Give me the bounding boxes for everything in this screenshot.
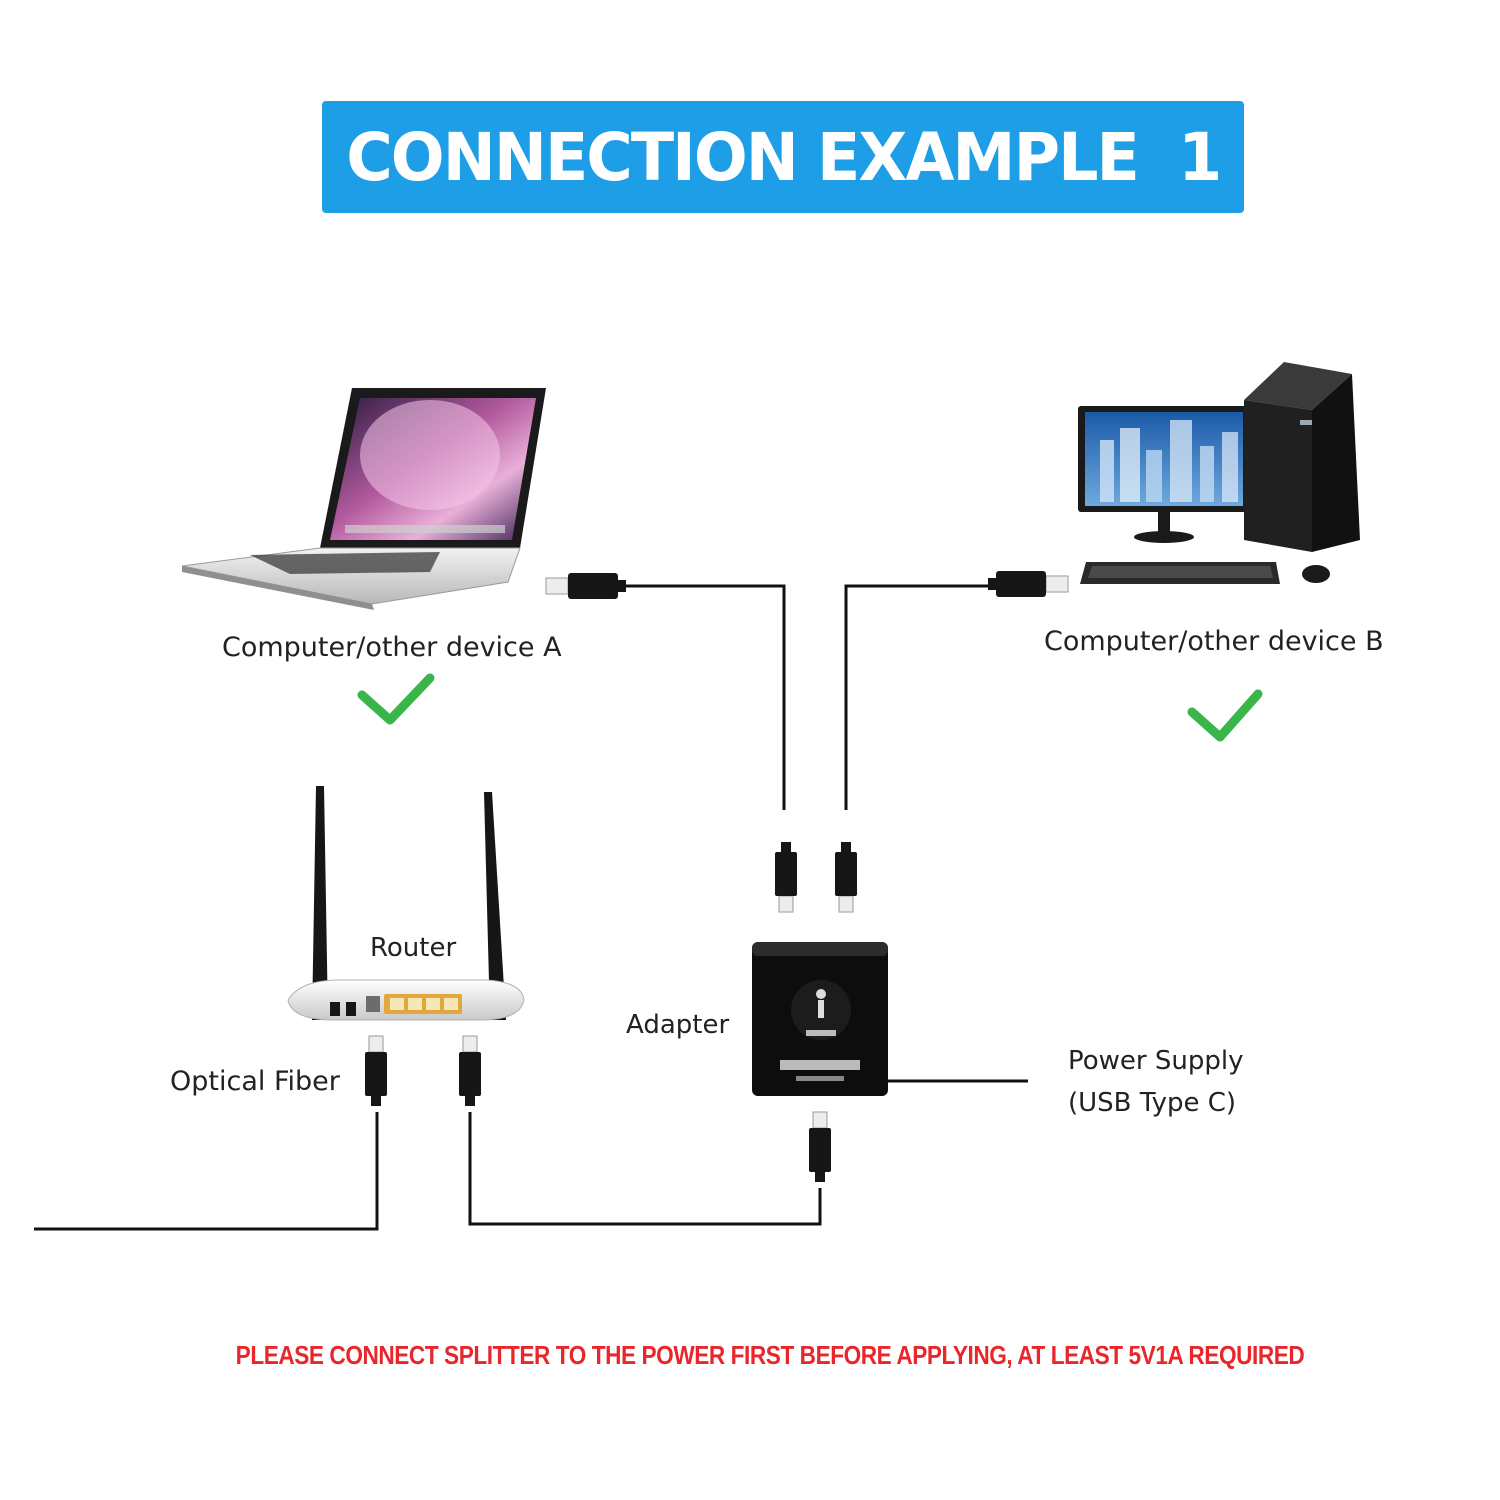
cables	[34, 584, 1028, 1231]
cable-router-adapter	[468, 1112, 822, 1226]
title-banner: CONNECTION EXAMPLE 1	[322, 101, 1244, 213]
router-label: Router	[370, 933, 457, 963]
laptop-icon	[181, 388, 546, 610]
rj45-plug-icon	[458, 1035, 482, 1107]
rj45-plug-icon	[364, 1035, 388, 1107]
cable-device-b	[844, 584, 988, 810]
device-b-label: Computer/other device B	[1044, 626, 1384, 657]
optical-fiber-label: Optical Fiber	[170, 1066, 340, 1097]
power-supply-type-label: (USB Type C)	[1068, 1088, 1237, 1118]
power-warning: PLEASE CONNECT SPLITTER TO THE POWER FIR…	[235, 1340, 1305, 1370]
router-icon	[287, 786, 525, 1021]
device-a-label: Computer/other device A	[222, 632, 562, 663]
check-icon	[1187, 689, 1263, 742]
rj45-plug-icon	[988, 571, 1069, 597]
cable-optical-fiber	[34, 1112, 379, 1231]
rj45-plug-icon	[834, 841, 858, 913]
cable-device-a	[620, 584, 786, 810]
desktop-pc-icon	[1078, 362, 1360, 584]
banner-title: CONNECTION EXAMPLE 1	[345, 118, 1222, 196]
rj45-plug-icon	[808, 1111, 832, 1183]
rj45-plug-icon	[774, 841, 798, 913]
adapter-label: Adapter	[626, 1010, 730, 1040]
adapter-icon	[752, 942, 888, 1096]
rj45-plug-icon	[545, 573, 626, 599]
power-supply-label: Power Supply	[1068, 1046, 1244, 1076]
check-icon	[357, 673, 435, 725]
